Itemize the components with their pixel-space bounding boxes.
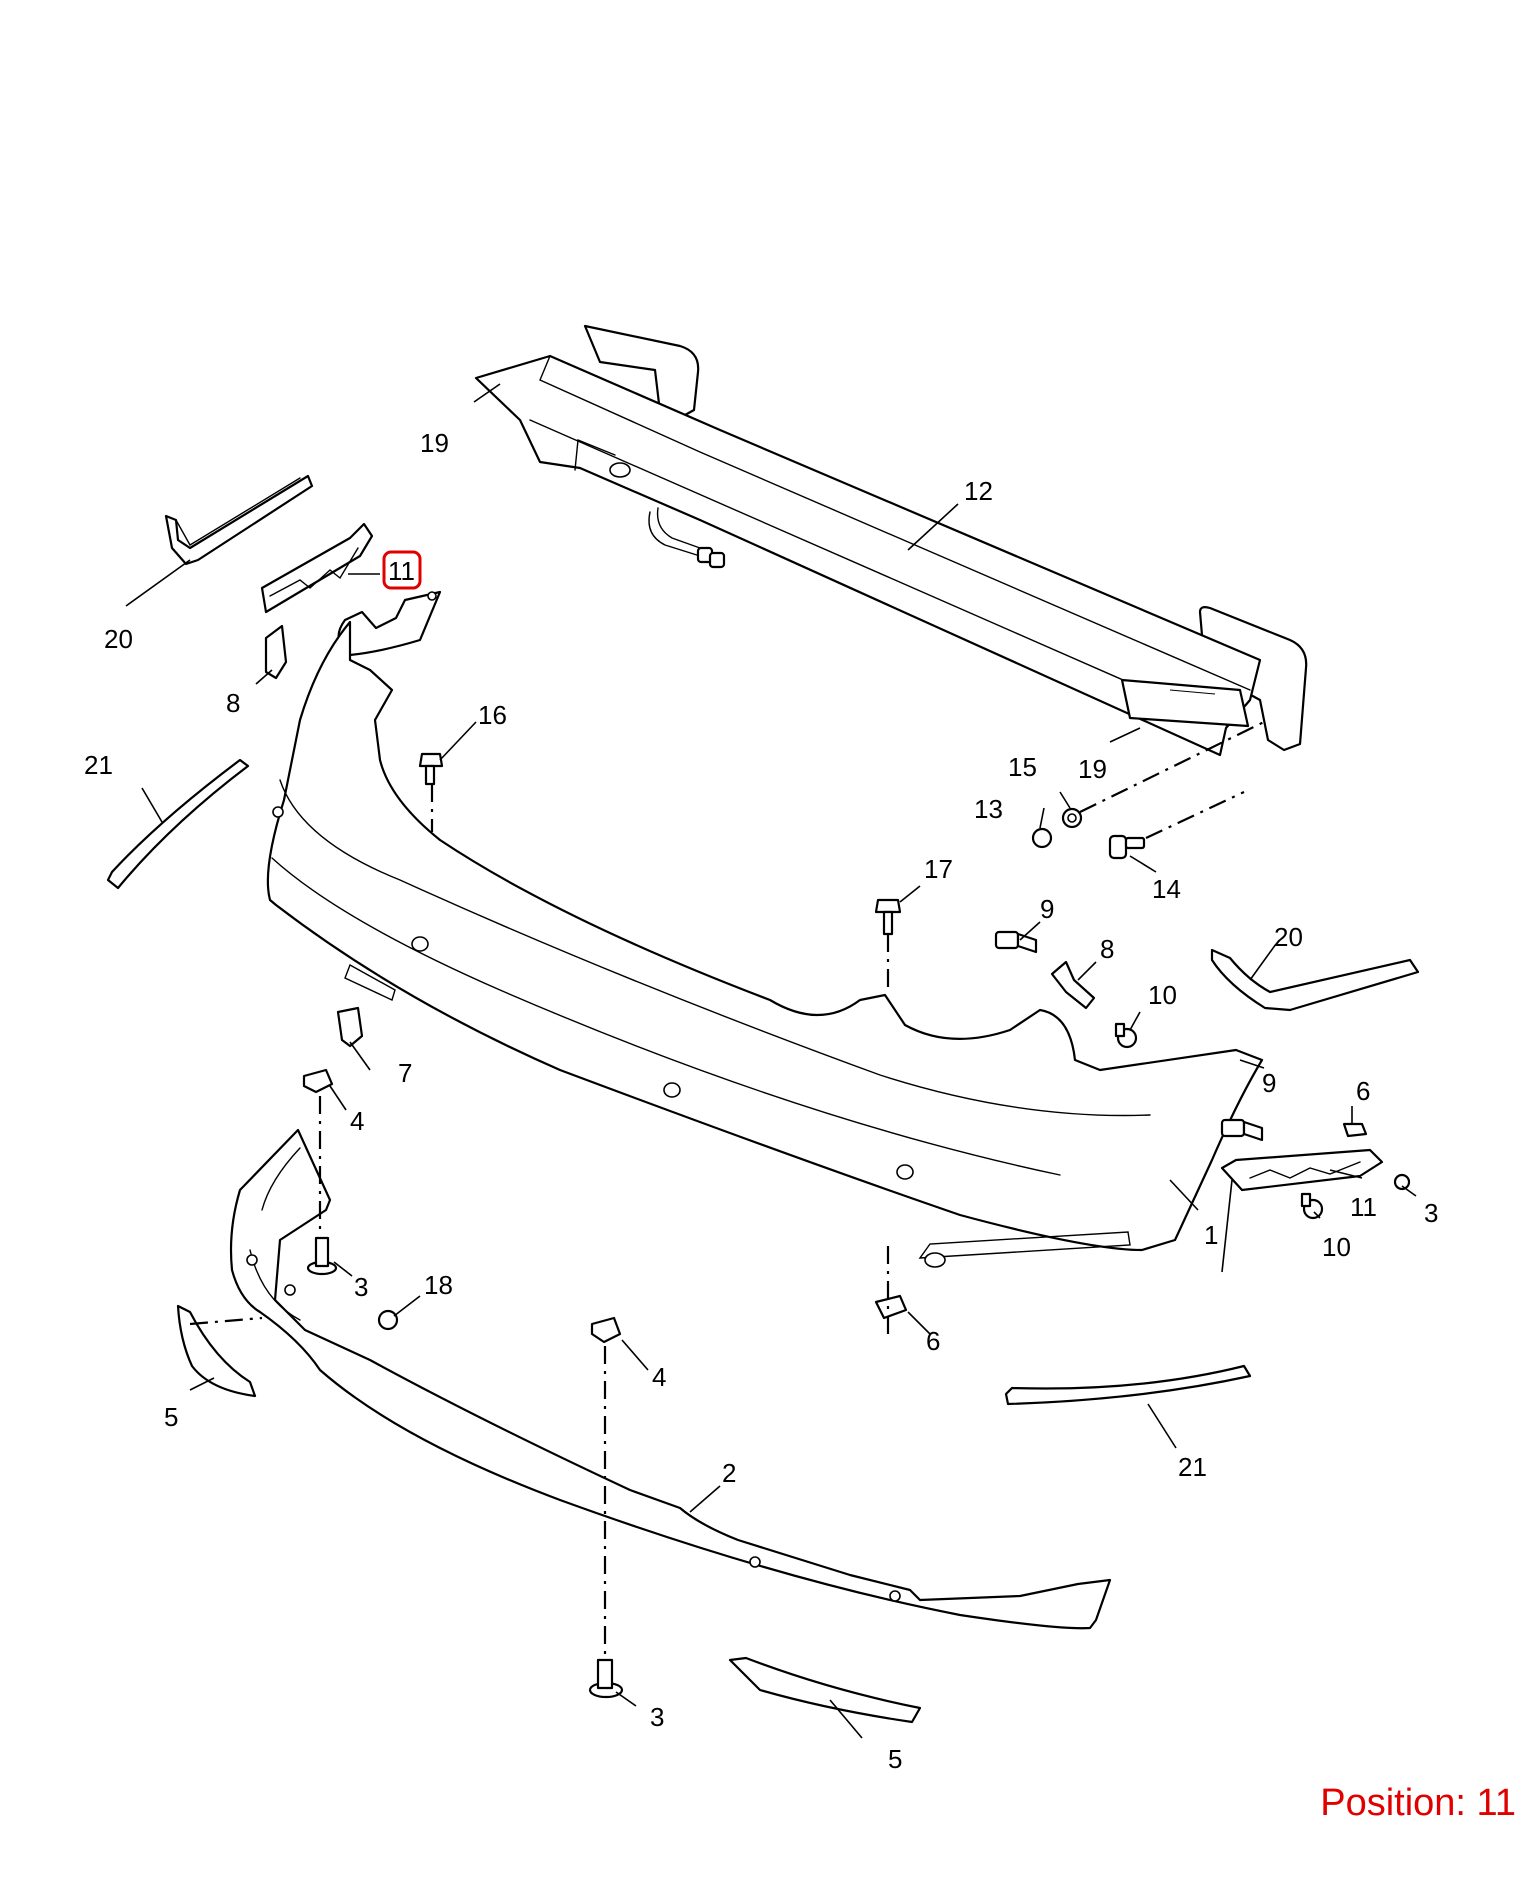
callout-14[interactable]: 14 bbox=[1152, 874, 1181, 904]
left-bracket-20 bbox=[164, 474, 314, 566]
right-reflector-5 bbox=[728, 1656, 922, 1724]
callout-3[interactable]: 3 bbox=[1424, 1198, 1438, 1228]
position-label: Position: 11 bbox=[1320, 1782, 1516, 1824]
callout-11[interactable]: 11 bbox=[1350, 1192, 1377, 1222]
assembly-lines bbox=[189, 719, 1269, 1658]
leader-lines bbox=[125, 383, 1417, 1739]
callout-9[interactable]: 9 bbox=[1262, 1068, 1276, 1098]
bumper-fascia bbox=[266, 590, 1264, 1268]
callout-4[interactable]: 4 bbox=[350, 1106, 364, 1136]
reinforcement-bar bbox=[474, 324, 1308, 757]
reflector-cover-7 bbox=[336, 1006, 364, 1048]
callout-1[interactable]: 1 bbox=[1204, 1220, 1218, 1250]
callout-6[interactable]: 6 bbox=[1356, 1076, 1370, 1106]
callout-labels: 1 2 3 3 3 4 4 5 5 6 6 7 8 8 9 9 10 10 11… bbox=[84, 428, 1438, 1774]
highlight-box bbox=[382, 550, 422, 590]
callout-21[interactable]: 21 bbox=[84, 750, 113, 780]
callout-20[interactable]: 20 bbox=[1274, 922, 1303, 952]
callout-8[interactable]: 8 bbox=[1100, 934, 1114, 964]
right-bracket-8 bbox=[1050, 960, 1096, 1010]
right-bracket-11 bbox=[1220, 1148, 1384, 1192]
callout-2[interactable]: 2 bbox=[722, 1458, 736, 1488]
left-bracket-8 bbox=[264, 624, 288, 680]
callout-9[interactable]: 9 bbox=[1040, 894, 1054, 924]
callout-11[interactable]: 11 bbox=[388, 556, 415, 586]
fasteners bbox=[302, 752, 1411, 1699]
callout-15[interactable]: 15 bbox=[1008, 752, 1037, 782]
callout-5[interactable]: 5 bbox=[888, 1744, 902, 1774]
left-bracket-11 bbox=[260, 522, 374, 614]
callout-3[interactable]: 3 bbox=[354, 1272, 368, 1302]
callout-20[interactable]: 20 bbox=[104, 624, 133, 654]
callout-16[interactable]: 16 bbox=[478, 700, 507, 730]
callout-12[interactable]: 12 bbox=[964, 476, 993, 506]
callout-10[interactable]: 10 bbox=[1322, 1232, 1351, 1262]
left-trim-21 bbox=[106, 758, 250, 890]
callout-4[interactable]: 4 bbox=[652, 1362, 666, 1392]
callout-6[interactable]: 6 bbox=[926, 1326, 940, 1356]
callout-10[interactable]: 10 bbox=[1148, 980, 1177, 1010]
right-trim-21 bbox=[1004, 1364, 1252, 1406]
callout-19[interactable]: 19 bbox=[420, 428, 449, 458]
callout-13[interactable]: 13 bbox=[974, 794, 1003, 824]
callout-7[interactable]: 7 bbox=[398, 1058, 412, 1088]
callout-21[interactable]: 21 bbox=[1178, 1452, 1207, 1482]
left-reflector-5 bbox=[176, 1304, 257, 1398]
callout-19[interactable]: 19 bbox=[1078, 754, 1107, 784]
callout-3[interactable]: 3 bbox=[650, 1702, 664, 1732]
callout-18[interactable]: 18 bbox=[424, 1270, 453, 1300]
callout-17[interactable]: 17 bbox=[924, 854, 953, 884]
callout-8[interactable]: 8 bbox=[226, 688, 240, 718]
callout-5[interactable]: 5 bbox=[164, 1402, 178, 1432]
right-bracket-20 bbox=[1210, 948, 1420, 1012]
